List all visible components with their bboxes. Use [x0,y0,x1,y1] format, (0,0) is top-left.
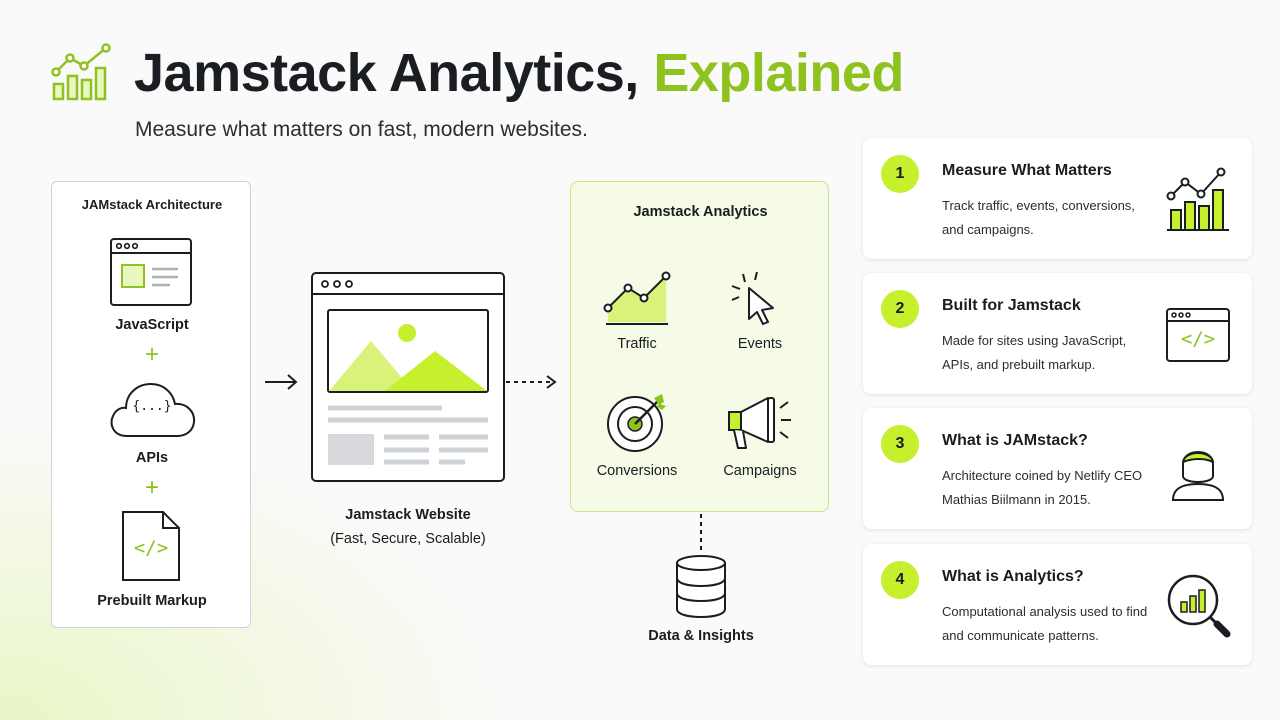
analytics-logo-icon [50,43,114,102]
architecture-label-prebuilt-markup: Prebuilt Markup [97,593,207,609]
cloud-api-glyph: {...} [132,399,172,414]
page-title-accent: Explained [653,43,904,103]
plus-connector-2: + [144,474,159,501]
cursor-click-icon [729,270,781,326]
architecture-title: JAMstack Architecture [81,197,223,212]
card-title-1: Measure What Matters [942,162,1112,179]
architecture-label-apis: APIs [135,450,169,466]
card-number-2: 2 [881,290,919,328]
card-title-3: What is JAMstack? [942,432,1088,449]
line-chart-icon [603,268,671,326]
card-desc-2: Made for sites using JavaScript, APIs, a… [942,333,1127,372]
bar-line-chart-icon [1165,166,1231,232]
dashed-arrow-icon [505,374,559,390]
analytics-label-traffic: Traffic [617,336,657,352]
code-window-icon: </> [1165,301,1231,367]
analytics-label-events: Events [737,336,783,352]
website-sublabel: (Fast, Secure, Scalable) [330,531,486,547]
website-label: Jamstack Website [345,507,471,523]
card-desc-4: Computational analysis used to find and … [942,604,1148,643]
cloud-api-icon: {...} [107,378,197,440]
info-card-4: 4 What is Analytics? Computational analy… [863,544,1252,665]
magnifier-chart-icon [1165,572,1231,638]
card-number-4: 4 [881,561,919,599]
data-insights-label: Data & Insights [648,628,754,644]
info-card-3: 3 What is JAMstack? Architecture coined … [863,408,1252,529]
card-number-3: 3 [881,425,919,463]
code-file-glyph: </> [133,537,169,559]
card-desc-3: Architecture coined by Netlify CEO Mathi… [942,468,1143,507]
info-card-1: 1 Measure What Matters Track traffic, ev… [863,138,1252,259]
analytics-panel: Jamstack Analytics Traffic Events Conver… [570,181,829,512]
card-title-4: What is Analytics? [942,568,1084,585]
architecture-label-javascript: JavaScript [115,317,189,333]
card-title-2: Built for Jamstack [942,297,1081,314]
dashed-connector [699,512,703,552]
page-title: Jamstack Analytics, Explained [134,40,904,106]
person-icon [1165,436,1231,502]
database-icon [675,554,727,619]
architecture-panel: JAMstack Architecture JavaScript + {...}… [51,181,251,628]
code-window-glyph: </> [1180,328,1216,350]
page-title-main: Jamstack Analytics, [134,43,639,103]
website-mockup [311,272,505,482]
plus-connector-1: + [144,341,159,368]
analytics-label-conversions: Conversions [596,463,678,479]
analytics-label-campaigns: Campaigns [723,463,797,479]
target-icon [604,392,670,452]
info-card-2: 2 Built for Jamstack Made for sites usin… [863,273,1252,394]
code-file-icon: </> [121,510,181,582]
megaphone-icon [726,394,794,452]
arrow-right-icon [264,374,300,390]
card-desc-1: Track traffic, events, conversions, and … [942,198,1135,237]
browser-window-icon [110,238,192,306]
card-number-1: 1 [881,155,919,193]
page-subtitle: Measure what matters on fast, modern web… [135,118,588,141]
analytics-title: Jamstack Analytics [633,204,768,220]
